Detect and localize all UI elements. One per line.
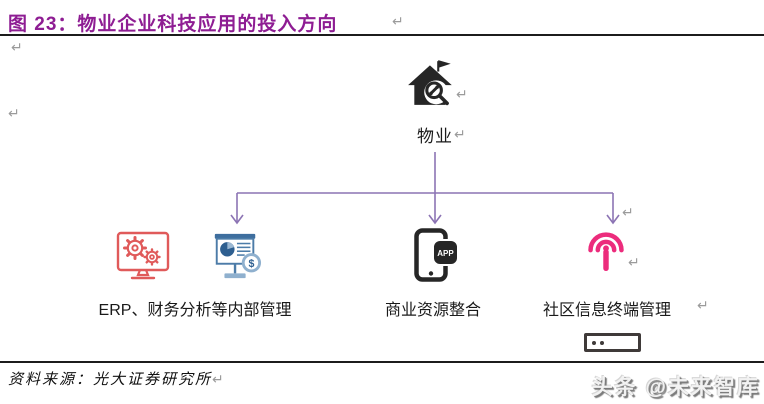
- terminal-device-icon: [584, 333, 641, 352]
- house-search-icon: [406, 58, 458, 108]
- terminal-dot: [592, 340, 596, 345]
- branch-label-community: 社区信息终端管理: [542, 302, 671, 319]
- figure-title: 图 23：物业企业科技应用的投入方向: [8, 14, 338, 35]
- return-mark-icon: ↵: [392, 14, 404, 30]
- return-mark-icon: ↵: [622, 205, 634, 221]
- branch-label-commercial: 商业资源整合: [384, 302, 481, 319]
- app-badge: APP: [437, 249, 454, 258]
- return-mark-icon: ↵: [628, 255, 640, 271]
- return-mark-icon: ↵: [456, 87, 468, 103]
- return-mark-icon: ↵: [212, 372, 226, 388]
- root-node-label: 物业: [417, 127, 453, 146]
- dollar-glyph: $: [248, 258, 254, 270]
- return-mark-icon: ↵: [11, 40, 23, 56]
- return-mark-icon: ↵: [454, 127, 466, 143]
- return-mark-icon: ↵: [697, 298, 709, 314]
- phone-app-icon: APP: [414, 228, 460, 282]
- source-label: 资料来源：光大证券研究所: [8, 370, 213, 388]
- connector-arrows: [0, 148, 764, 232]
- source-text: 资料来源：光大证券研究所↵: [8, 368, 226, 389]
- return-mark-icon: ↵: [8, 106, 20, 122]
- watermark-text: 头条 @未来智库: [591, 376, 760, 399]
- branch-label-erp: ERP、财务分析等内部管理: [98, 302, 292, 319]
- title-underline-rule: [0, 34, 764, 36]
- presentation-chart-icon: $: [208, 231, 264, 283]
- monitor-gears-icon: [114, 230, 172, 282]
- antenna-signal-icon: [586, 229, 626, 273]
- figure-bottom-rule: [0, 361, 764, 363]
- terminal-dot: [600, 340, 604, 345]
